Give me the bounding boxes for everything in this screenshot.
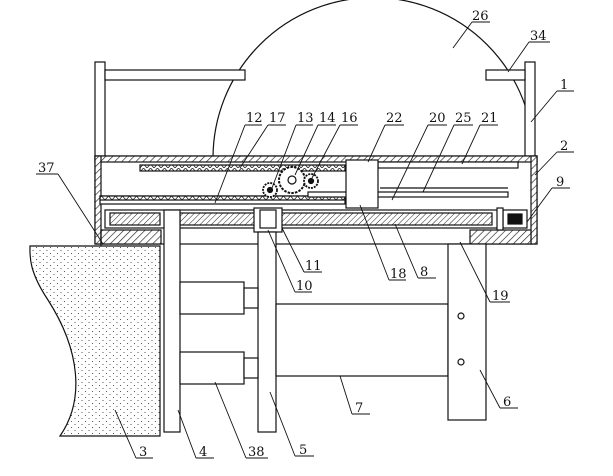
guard-rail-top-right [485, 69, 526, 81]
side-motor-core [507, 213, 523, 225]
leader-9 [526, 187, 553, 223]
label-26: 26 [472, 9, 489, 24]
leader-16 [311, 124, 341, 179]
label-11: 11 [305, 259, 322, 274]
label-22: 22 [386, 111, 403, 126]
label-12: 12 [246, 111, 263, 126]
leader-13 [271, 124, 297, 189]
label-19: 19 [492, 289, 509, 304]
side-motor-shaft [496, 207, 504, 231]
slide-rail [307, 191, 509, 198]
saw-blade [212, 0, 535, 159]
leader-21 [461, 124, 481, 165]
leader-26 [452, 21, 473, 49]
label-25: 25 [455, 111, 472, 126]
housing-top-wall [94, 155, 538, 163]
leader-6 [479, 369, 501, 409]
leader-25 [422, 124, 455, 193]
leader-38 [214, 381, 247, 459]
rack-lower-teeth [99, 195, 346, 201]
gear-small-left-hub [266, 186, 274, 194]
leader-37 [57, 173, 104, 245]
label-18: 18 [390, 267, 407, 282]
label-3: 3 [139, 445, 147, 460]
label-10: 10 [296, 279, 313, 294]
slide-plate-hatch [179, 212, 493, 226]
label-21: 21 [481, 111, 498, 126]
leader-lines [36, 21, 574, 459]
clamp-pad-lower-end [243, 357, 259, 379]
label-6: 6 [503, 395, 511, 410]
leader-12 [214, 124, 246, 204]
slide-plate-hatch-left [109, 212, 161, 226]
guard-post-right [524, 61, 536, 159]
guide-bar-top [377, 161, 519, 169]
label-37: 37 [38, 161, 55, 176]
leader-10 [267, 229, 296, 293]
label-5: 5 [299, 443, 307, 458]
gear-large-hub [287, 175, 297, 185]
leader-8 [394, 223, 419, 279]
leader-1 [530, 90, 558, 123]
label-14: 14 [319, 111, 336, 126]
housing-base-left [100, 229, 162, 245]
clamp-post-right [257, 231, 277, 433]
leader-34 [507, 41, 530, 73]
gear-small-right-hub [307, 177, 315, 185]
stand-hole-lower [457, 358, 465, 366]
leader-14 [294, 124, 319, 176]
clamp-pad-upper-end [243, 287, 259, 309]
leader-19 [459, 241, 491, 303]
leader-17 [239, 124, 269, 169]
label-4: 4 [199, 445, 207, 460]
leader-5 [269, 391, 296, 457]
support-beam [275, 303, 449, 377]
stand-leg [447, 243, 487, 421]
slider-block [345, 159, 379, 209]
guard-rail-top-left [104, 69, 246, 81]
housing-base-right [469, 229, 532, 245]
label-16: 16 [341, 111, 358, 126]
leader-11 [281, 227, 305, 273]
label-38: 38 [248, 445, 265, 460]
label-8: 8 [420, 265, 428, 280]
clamp-pad-lower [179, 351, 245, 385]
leader-3 [114, 409, 137, 459]
label-13: 13 [297, 111, 314, 126]
label-17: 17 [269, 111, 286, 126]
workpiece-log [29, 245, 161, 437]
guard-post-left [94, 61, 106, 159]
label-7: 7 [355, 401, 363, 416]
leader-18 [359, 204, 390, 281]
label-34: 34 [530, 29, 547, 44]
clamp-pad-upper [179, 281, 245, 315]
leader-2 [534, 151, 558, 176]
clamp-post-left [163, 209, 181, 433]
label-1: 1 [560, 78, 568, 93]
leader-7 [339, 375, 353, 415]
label-2: 2 [560, 139, 568, 154]
label-20: 20 [429, 111, 446, 126]
leader-22 [367, 124, 386, 163]
housing-right-wall [530, 155, 538, 245]
label-9: 9 [556, 175, 564, 190]
stand-hole-upper [457, 312, 465, 320]
leader-20 [391, 124, 429, 201]
clamp-inner [259, 209, 277, 229]
leader-4 [177, 409, 197, 459]
rack-upper [139, 164, 346, 172]
part-labels: 26 34 1 2 9 37 12 17 13 14 16 22 20 25 2… [38, 9, 568, 460]
